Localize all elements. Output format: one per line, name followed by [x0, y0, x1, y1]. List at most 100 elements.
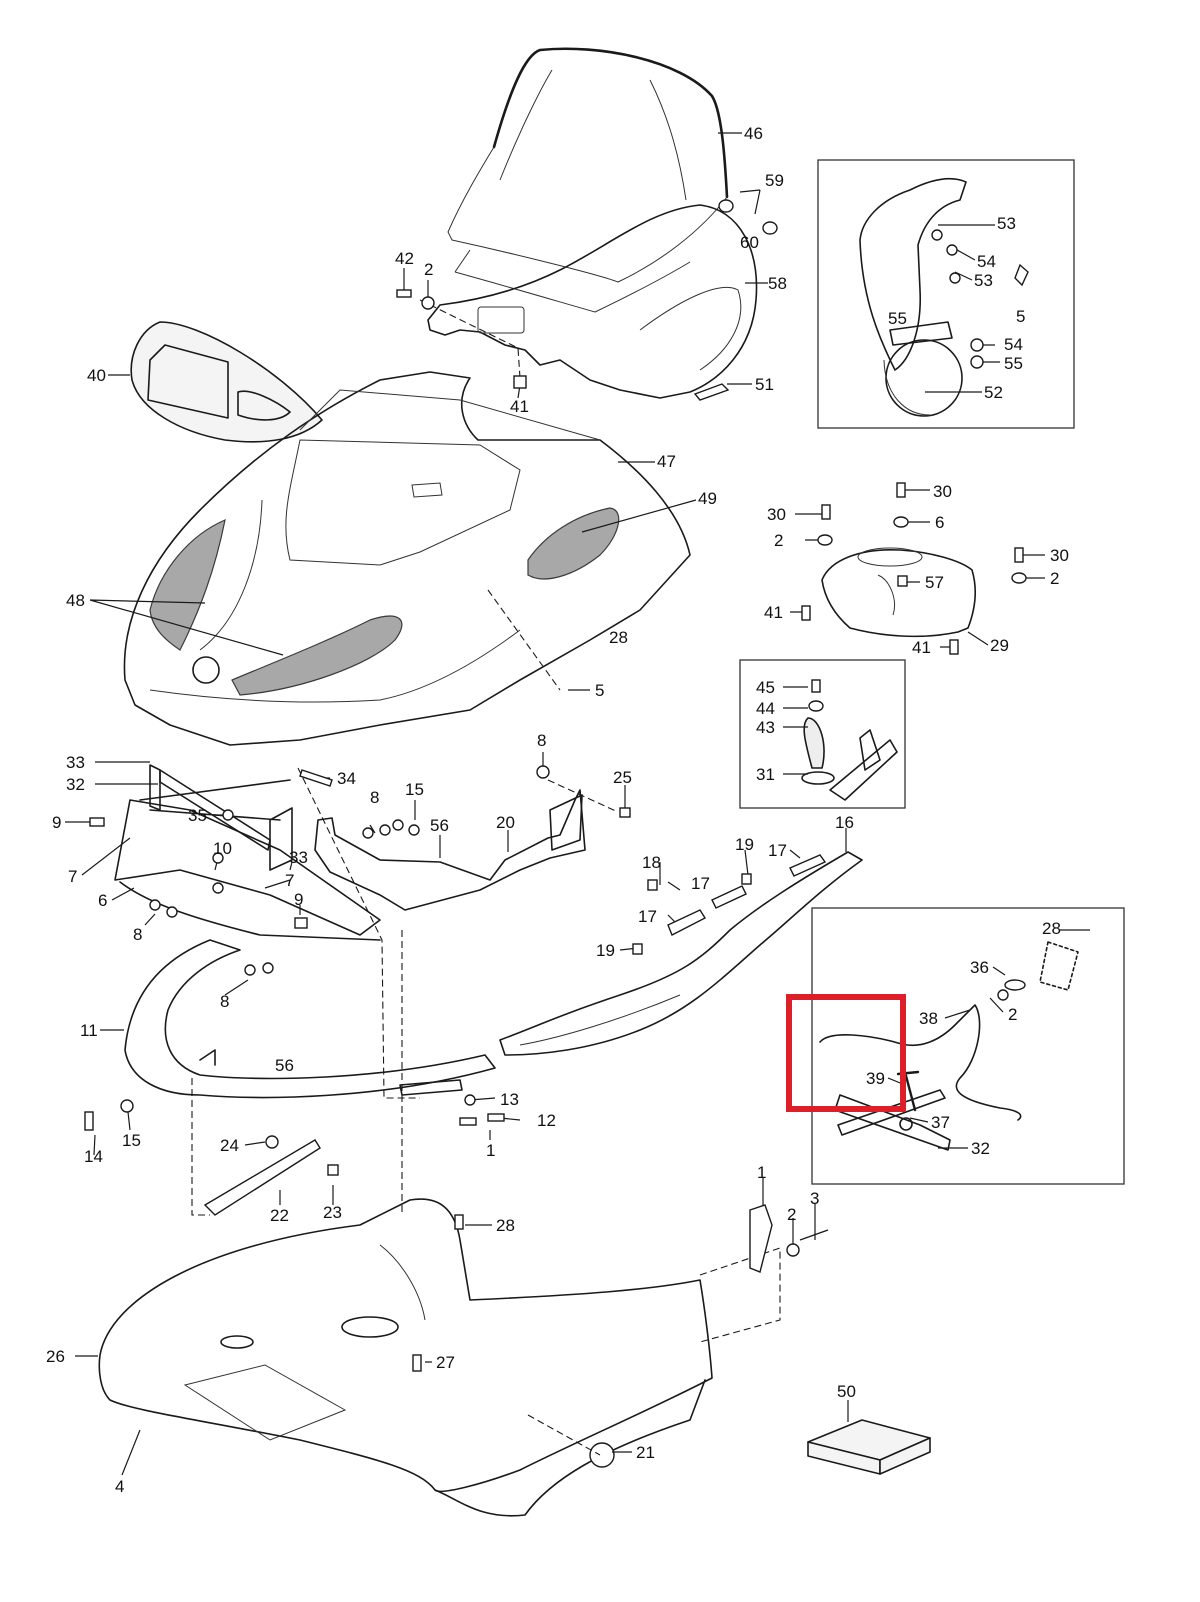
callout-5: 5 [1016, 307, 1025, 326]
callout-2: 2 [774, 531, 783, 550]
gauge-bezel [130, 321, 323, 443]
callout-19: 19 [735, 835, 754, 854]
callout-34: 34 [337, 769, 356, 788]
callout-27: 27 [436, 1353, 455, 1372]
hood [123, 371, 691, 746]
callout-7: 7 [68, 867, 77, 886]
callout-8: 8 [370, 788, 379, 807]
callout-39: 39 [866, 1069, 885, 1088]
callout-35: 35 [188, 806, 207, 825]
callout-31: 31 [756, 765, 775, 784]
callout-8: 8 [220, 992, 229, 1011]
callout-17: 17 [691, 874, 710, 893]
callout-15: 15 [122, 1131, 141, 1150]
callout-15: 15 [405, 780, 424, 799]
callout-22: 22 [270, 1206, 289, 1225]
front-bumper-bracket [114, 764, 381, 941]
callout-33: 33 [66, 753, 85, 772]
callout-9: 9 [52, 813, 61, 832]
callout-19: 19 [596, 941, 615, 960]
column-support-box [739, 659, 906, 809]
callout-12: 12 [537, 1111, 556, 1130]
callout-40: 40 [87, 366, 106, 385]
callout-53: 53 [974, 271, 993, 290]
side-rail [499, 851, 863, 1056]
callout-9: 9 [294, 890, 303, 909]
callout-59: 59 [765, 171, 784, 190]
callout-58: 58 [768, 274, 787, 293]
callout-13: 13 [500, 1090, 519, 1109]
callout-8: 8 [133, 925, 142, 944]
windshield-deflector [427, 204, 758, 399]
callout-50: 50 [837, 1382, 856, 1401]
windshield [447, 47, 729, 313]
callout-56: 56 [275, 1056, 294, 1075]
callout-51: 51 [755, 375, 774, 394]
headlight-housing [859, 178, 967, 417]
alignment-lines [191, 299, 781, 1456]
highlight-box [786, 994, 906, 1112]
mounting-brackets [314, 789, 586, 911]
callout-10: 10 [213, 839, 232, 858]
callout-47: 47 [657, 452, 676, 471]
callout-6: 6 [98, 891, 107, 910]
callout-29: 29 [990, 636, 1009, 655]
callout-30: 30 [933, 482, 952, 501]
callout-54: 54 [1004, 335, 1023, 354]
callout-37: 37 [931, 1113, 950, 1132]
callout-14: 14 [84, 1147, 103, 1166]
callout-6: 6 [935, 513, 944, 532]
callout-5: 5 [595, 681, 604, 700]
callout-32: 32 [971, 1139, 990, 1158]
callout-24: 24 [220, 1136, 239, 1155]
callout-7: 7 [285, 871, 294, 890]
callout-60: 60 [740, 233, 759, 252]
callout-2: 2 [787, 1205, 796, 1224]
callout-30: 30 [767, 505, 786, 524]
callout-17: 17 [638, 907, 657, 926]
callout-1: 1 [757, 1163, 766, 1182]
callout-17: 17 [768, 841, 787, 860]
callout-28: 28 [1042, 919, 1061, 938]
callout-25: 25 [613, 768, 632, 787]
callout-23: 23 [323, 1203, 342, 1222]
callout-4: 4 [115, 1477, 124, 1496]
callout-44: 44 [756, 699, 775, 718]
cable-detail-box [811, 907, 1125, 1185]
callout-28: 28 [609, 628, 628, 647]
callout-41: 41 [912, 638, 931, 657]
leader-lines [65, 132, 1090, 1476]
callout-32: 32 [66, 775, 85, 794]
callout-8: 8 [537, 731, 546, 750]
callout-54: 54 [977, 252, 996, 271]
callout-2: 2 [1050, 569, 1059, 588]
callout-41: 41 [764, 603, 783, 622]
handlebar-cover [821, 547, 977, 638]
callout-42: 42 [395, 249, 414, 268]
callout-56: 56 [430, 816, 449, 835]
callout-45: 45 [756, 678, 775, 697]
headlight-detail-box [817, 159, 1075, 429]
belly-pan [98, 1198, 713, 1517]
callout-33: 33 [289, 848, 308, 867]
callout-49: 49 [698, 489, 717, 508]
callout-16: 16 [835, 813, 854, 832]
column-bracket [801, 717, 898, 801]
callout-26: 26 [46, 1347, 65, 1366]
callout-1: 1 [486, 1141, 495, 1160]
callout-labels: 46 59 60 58 42 2 41 51 40 47 49 48 28 5 … [46, 124, 1069, 1496]
callout-43: 43 [756, 718, 775, 737]
callout-18: 18 [642, 853, 661, 872]
callout-36: 36 [970, 958, 989, 977]
callout-21: 21 [636, 1443, 655, 1462]
callout-48: 48 [66, 591, 85, 610]
kit-box [807, 1419, 931, 1475]
callout-2: 2 [1008, 1005, 1017, 1024]
callout-55: 55 [888, 309, 907, 328]
callout-28: 28 [496, 1216, 515, 1235]
callout-52: 52 [984, 383, 1003, 402]
callout-57: 57 [925, 573, 944, 592]
hardware [84, 199, 1079, 1372]
callout-46: 46 [744, 124, 763, 143]
